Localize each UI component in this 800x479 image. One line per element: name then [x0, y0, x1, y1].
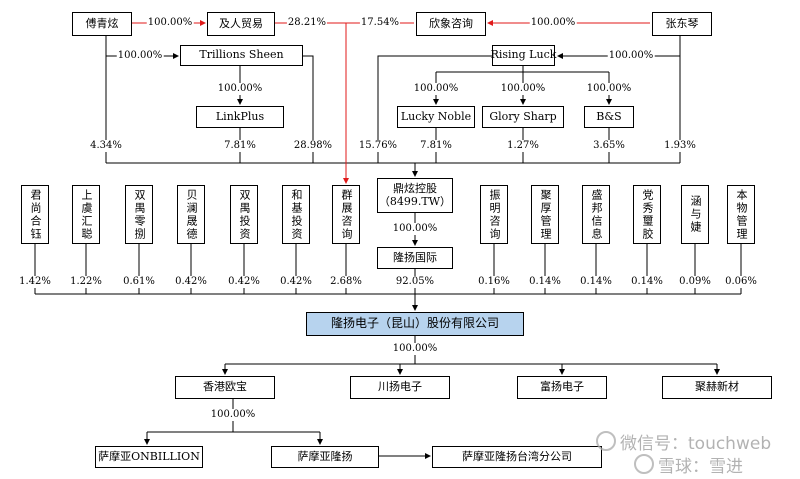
watermark-snowball: 雪球：雪进 — [658, 457, 743, 477]
pct-rising-to-bs: 100.00% — [585, 83, 633, 95]
pct-main-to-subs: 100.00% — [391, 343, 439, 355]
right-holder-6: 本物管理 — [727, 185, 755, 244]
pct-xinxiang-to-qunzhan: 17.54% — [359, 17, 401, 29]
pct-trillions-to-linkplus: 100.00% — [216, 83, 264, 95]
right-holder-4-pct: 0.14% — [630, 276, 664, 288]
right-holder-1-pct: 0.16% — [477, 276, 511, 288]
right-holder-5-pct: 0.09% — [678, 276, 712, 288]
longyang-intl-box: 隆扬国际 — [377, 247, 453, 269]
pct-dx-lucky-noble: 7.81% — [419, 140, 453, 152]
pct-fu-to-jiren: 100.00% — [146, 17, 194, 29]
glory-sharp-box: Glory Sharp — [482, 106, 564, 128]
right-holder-2-pct: 0.14% — [528, 276, 562, 288]
subsidiary-juhe: 聚赫新材 — [662, 376, 772, 399]
right-holder-1: 振明咨询 — [480, 185, 508, 244]
right-holder-3-pct: 0.14% — [579, 276, 613, 288]
watermark-wechat: 微信号：touchweb — [620, 434, 772, 454]
subsidiary-chuanyang: 川扬电子 — [350, 376, 450, 399]
left-holder-1-pct: 1.42% — [18, 276, 52, 288]
snowball-icon — [634, 454, 654, 474]
left-holder-2: 上虞汇聪 — [72, 185, 100, 244]
left-holder-7: 群展咨询 — [332, 185, 360, 244]
left-holder-4: 贝澜晟德 — [177, 185, 205, 244]
pct-dx-glory-sharp: 1.27% — [506, 140, 540, 152]
dingxuan-ticker: （8499.TW） — [378, 194, 452, 208]
zhang-dongqin-box: 张东琴 — [652, 12, 712, 36]
xinxiang-consulting-box: 欣象咨询 — [416, 12, 486, 36]
trillions-sheen-box: Trillions Sheen — [180, 45, 303, 66]
pct-jiren-to-qunzhan: 28.21% — [286, 17, 328, 29]
pct-dx-bs: 3.65% — [592, 140, 626, 152]
pct-hk-to-samoa: 100.00% — [209, 409, 257, 421]
left-holder-5: 双禺投资 — [230, 185, 258, 244]
right-holder-2: 聚厚管理 — [531, 185, 559, 244]
right-holder-5: 涵与婕 — [681, 185, 709, 244]
pct-zhang-to-xinxiang: 100.00% — [529, 17, 577, 29]
right-holder-3: 盛邦信息 — [582, 185, 610, 244]
dingxuan-name: 鼎炫控股 — [393, 182, 437, 196]
bs-box: B&S — [584, 106, 634, 128]
rising-luck-box: Rising Luck — [491, 45, 556, 66]
subsidiary-hk-oubao: 香港欧宝 — [175, 376, 275, 399]
main-company-box: 隆扬电子（昆山）股份有限公司 — [306, 312, 524, 336]
pct-zhang-to-rising: 100.00% — [607, 50, 655, 62]
pct-dingxuan-to-longyang-intl: 100.00% — [391, 223, 439, 235]
pct-dx-fu: 4.34% — [89, 140, 123, 152]
left-holder-6: 和基投资 — [282, 185, 310, 244]
pct-dx-linkplus: 7.81% — [223, 140, 257, 152]
samoa-taiwan-branch-box: 萨摩亚隆扬台湾分公司 — [432, 446, 602, 468]
left-holder-5-pct: 0.42% — [227, 276, 261, 288]
pct-longyang-intl: 92.05% — [394, 276, 436, 288]
jiren-trade-box: 及人贸易 — [207, 12, 275, 36]
left-holder-1: 君尚合钰 — [21, 185, 49, 244]
left-holder-3-pct: 0.61% — [122, 276, 156, 288]
lucky-noble-box: Lucky Noble — [397, 106, 475, 128]
right-holder-4: 党秀璽胶 — [633, 185, 661, 244]
dingxuan-holding-box: 鼎炫控股 （8499.TW） — [377, 178, 453, 213]
fu-qingxuan-box: 傅青炫 — [72, 12, 132, 36]
left-holder-4-pct: 0.42% — [174, 276, 208, 288]
pct-rising-to-glory-sharp: 100.00% — [499, 83, 547, 95]
pct-fu-to-trillions: 100.00% — [116, 50, 164, 62]
left-holder-3: 双禺零捌 — [125, 185, 153, 244]
pct-rising-to-lucky-noble: 100.00% — [412, 83, 460, 95]
wechat-icon — [596, 431, 616, 451]
left-holder-7-pct: 2.68% — [329, 276, 363, 288]
left-holder-6-pct: 0.42% — [279, 276, 313, 288]
pct-dx-zhang: 1.93% — [663, 140, 697, 152]
pct-dx-rising: 15.76% — [357, 140, 399, 152]
left-holder-2-pct: 1.22% — [69, 276, 103, 288]
subsidiary-fuyang: 富扬电子 — [517, 376, 607, 399]
right-holder-6-pct: 0.06% — [724, 276, 758, 288]
samoa-onbillion-box: 萨摩亚ONBILLION — [95, 446, 203, 468]
pct-dx-trillions: 28.98% — [292, 140, 334, 152]
linkplus-box: LinkPlus — [196, 106, 284, 128]
samoa-longyang-box: 萨摩亚隆扬 — [271, 446, 379, 468]
